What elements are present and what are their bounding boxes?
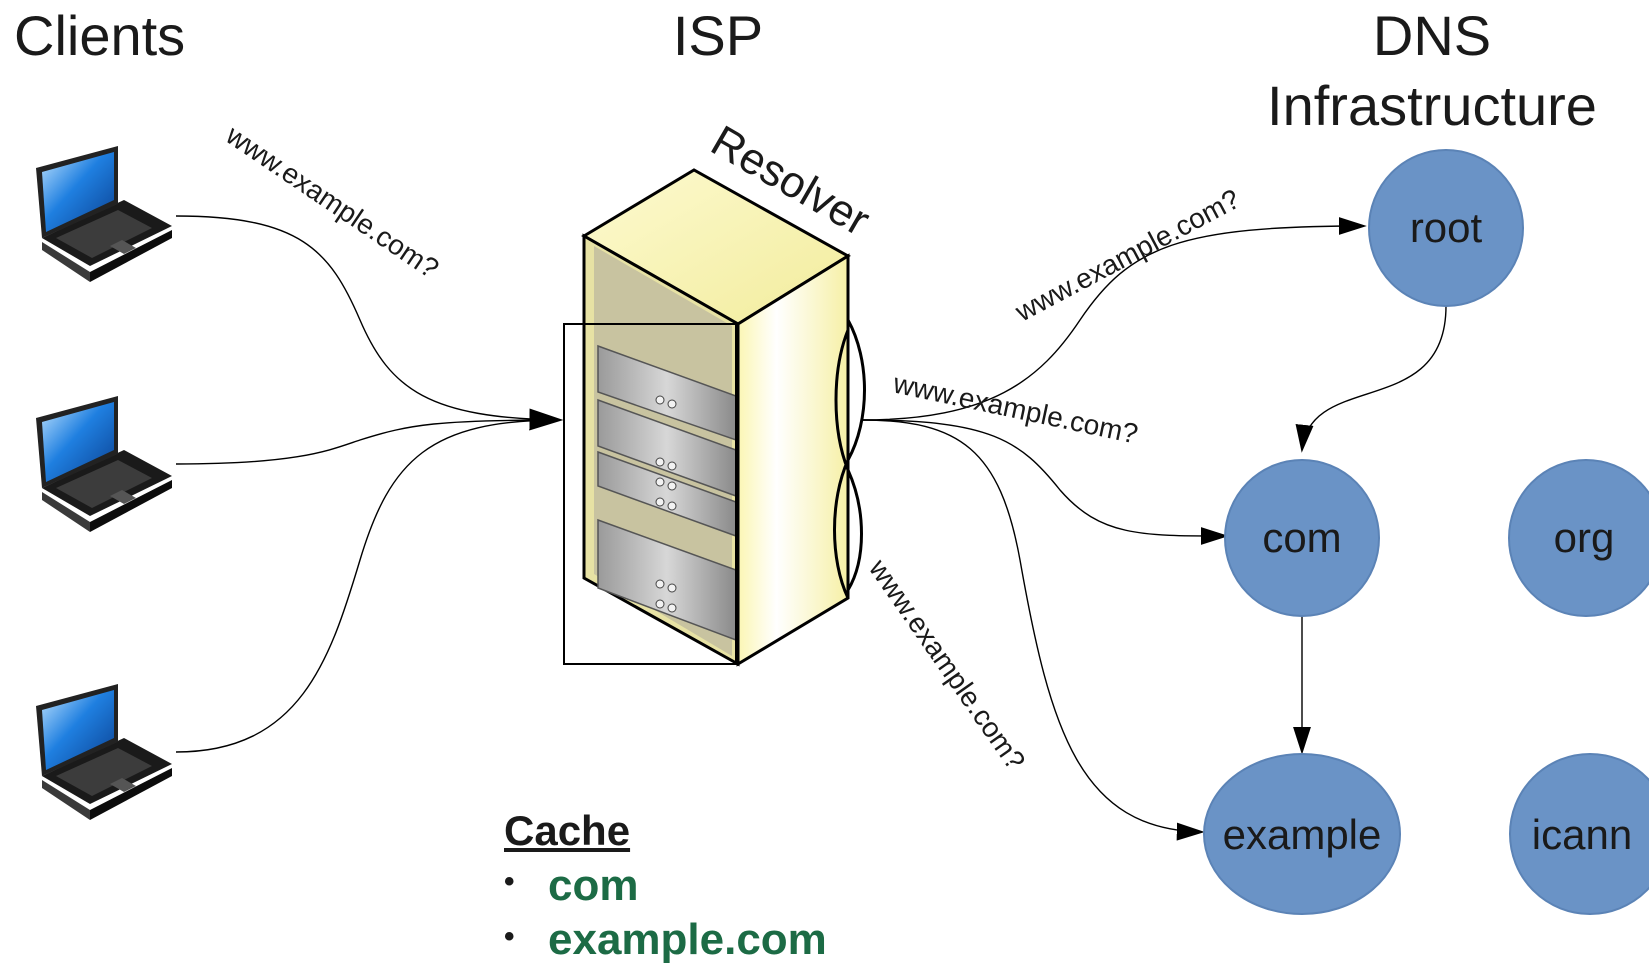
cache-item: • example.com: [504, 914, 827, 968]
query-to-root-label: www.example.com?: [1009, 183, 1244, 328]
query-to-com-line: [861, 419, 1229, 545]
resolver-server-rack-icon: [563, 168, 866, 667]
dns-node-org-label: org: [1554, 514, 1615, 561]
client-query-label: www.example.com?: [220, 119, 445, 284]
dns-node-org: org: [1508, 459, 1649, 617]
client-3-query-line: [175, 419, 561, 753]
bullet-icon: •: [504, 865, 515, 899]
clients-heading: Clients: [14, 4, 186, 67]
client-laptop-2-icon: [36, 396, 172, 532]
dns-node-root-label: root: [1410, 204, 1483, 251]
dns-node-icann-label: icann: [1532, 811, 1632, 858]
dns-node-com: com: [1224, 459, 1380, 617]
dns-node-example-label: example: [1223, 811, 1382, 858]
dns-heading-line1: DNS: [1372, 4, 1492, 67]
query-to-example-line: [861, 419, 1205, 841]
client-laptop-1-icon: [36, 146, 172, 282]
query-to-example-label: www.example.com?: [863, 553, 1032, 776]
dns-node-example: example: [1203, 753, 1401, 915]
cache-item: • com: [504, 860, 827, 914]
dns-node-com-label: com: [1262, 514, 1341, 561]
cache-item-label: com: [548, 861, 639, 910]
dns-heading-line2: Infrastructure: [1267, 74, 1597, 137]
client-laptop-3-icon: [36, 684, 172, 820]
cache-item-label: example.com: [548, 915, 827, 965]
cache-title: Cache: [504, 807, 631, 854]
dns-node-root: root: [1368, 149, 1524, 307]
query-to-com-label: www.example.com?: [890, 367, 1141, 449]
query-to-root-line: [861, 217, 1367, 421]
dns-node-icann: icann: [1509, 753, 1649, 915]
cache-list: • com • example.com: [504, 860, 827, 969]
isp-heading: ISP: [672, 4, 764, 67]
client-1-query-line: [175, 215, 564, 431]
bullet-icon: •: [504, 919, 515, 953]
root-to-com-edge: [1295, 305, 1447, 453]
client-2-query-line: [175, 419, 561, 465]
